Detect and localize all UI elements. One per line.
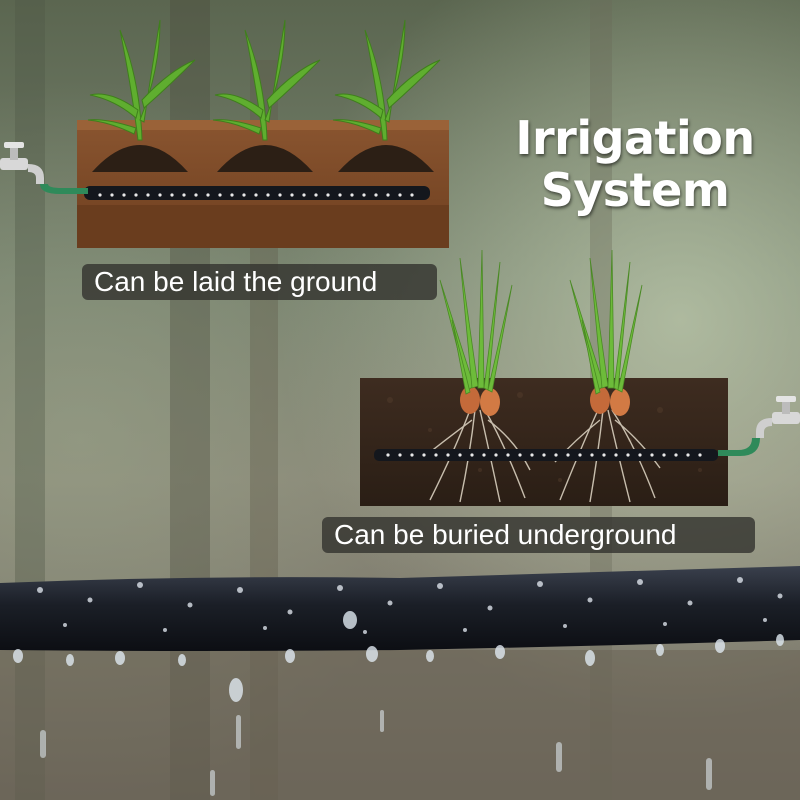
title-line-2: System [540,163,730,217]
caption-underground: Can be buried underground [322,517,755,553]
soaker-hose-photo [0,566,800,796]
underground-diagram [360,249,728,506]
water-faucet-icon [0,142,88,194]
ground-bed-diagram [77,19,449,248]
title-line-1: Irrigation [515,111,755,165]
water-faucet-icon [718,396,800,456]
caption-ground: Can be laid the ground [82,264,437,300]
title: Irrigation System [505,112,765,216]
